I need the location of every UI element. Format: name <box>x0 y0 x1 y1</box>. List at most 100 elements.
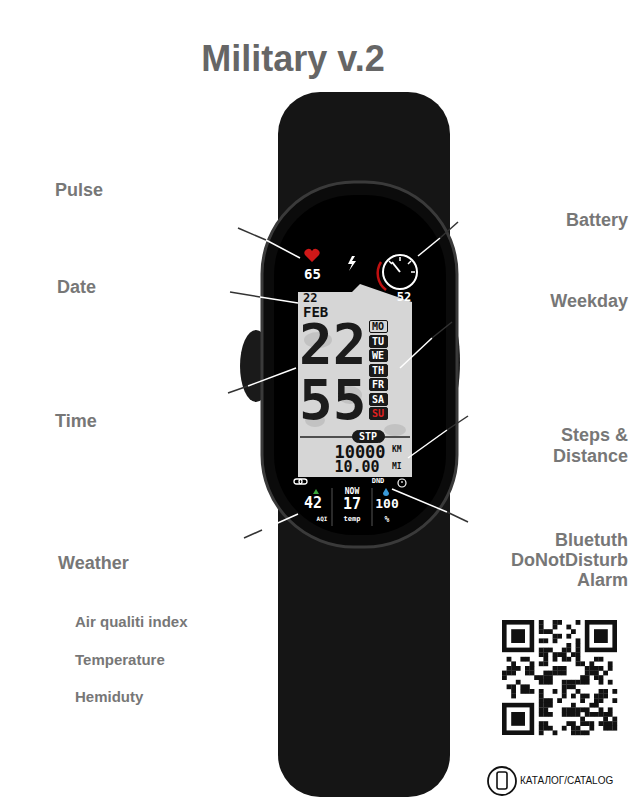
qr-module <box>502 703 534 735</box>
qr-module <box>566 648 571 653</box>
qr-module <box>608 666 613 671</box>
qr-module <box>576 648 581 653</box>
qr-module <box>566 657 571 662</box>
qr-module <box>543 629 548 634</box>
qr-module <box>585 671 590 676</box>
qr-module <box>507 625 530 648</box>
qr-module <box>511 666 516 671</box>
phone-icon <box>497 772 507 789</box>
qr-module <box>603 726 608 731</box>
callout-label: Battery <box>566 210 628 231</box>
qr-module <box>539 707 544 712</box>
qr-module <box>576 652 581 657</box>
qr-module <box>566 643 571 648</box>
qr-module <box>525 671 530 676</box>
qr-module <box>525 666 530 671</box>
qr-module <box>543 707 548 712</box>
qr-module <box>539 652 544 657</box>
divider <box>332 488 333 526</box>
qr-module <box>580 717 585 722</box>
qr-module <box>562 648 567 653</box>
qr-module <box>608 726 613 731</box>
qr-module <box>502 620 534 652</box>
callout-label: Bluetuth DoNotDisturb Alarm <box>493 530 628 590</box>
qr-module <box>553 689 558 694</box>
title: Military v.2 <box>201 38 384 79</box>
qr-module <box>612 726 617 731</box>
qr-module <box>585 730 590 735</box>
steps-pill: STP <box>352 430 385 443</box>
qr-module <box>511 629 525 643</box>
heart-icon <box>304 249 319 262</box>
qr-module <box>539 689 544 694</box>
qr-module <box>603 721 608 726</box>
qr-module <box>589 726 594 731</box>
qr-module <box>553 638 558 643</box>
qr-module <box>525 657 530 662</box>
qr-module <box>543 638 548 643</box>
gauge-ticks <box>389 257 415 272</box>
qr-module <box>562 652 567 657</box>
qr-module <box>566 634 571 639</box>
qr-module <box>576 620 581 625</box>
qr-module <box>539 638 544 643</box>
qr-module <box>543 712 548 717</box>
qr-module <box>507 671 512 676</box>
unit-label: MI <box>392 462 402 471</box>
callout-label: Pulse <box>55 180 103 201</box>
qr-module <box>576 712 581 717</box>
qr-module <box>585 680 590 685</box>
qr-module <box>580 661 585 666</box>
qr-module <box>562 689 567 694</box>
qr-module <box>585 712 590 717</box>
qr-module <box>576 707 581 712</box>
qr-module <box>553 730 558 735</box>
qr-module <box>548 629 553 634</box>
qr-module <box>571 712 576 717</box>
qr-module <box>543 657 548 662</box>
qr-module <box>576 680 581 685</box>
qr-module <box>553 666 558 671</box>
qr-module <box>548 648 553 653</box>
qr-module <box>603 689 608 694</box>
qr-module <box>589 721 594 726</box>
qr-module <box>580 730 585 735</box>
qr-module <box>516 680 521 685</box>
qr-module <box>571 726 576 731</box>
steps-label: STP <box>359 431 378 442</box>
qr-module <box>599 694 604 699</box>
divider <box>384 436 410 438</box>
qr-module <box>589 666 594 671</box>
link-icon <box>294 479 307 484</box>
qr-module <box>594 712 599 717</box>
battery-value: 52 <box>397 291 411 305</box>
qr-module <box>585 721 590 726</box>
catalog-text: КАТАЛОГ/CATALOG <box>520 775 613 787</box>
dnd-label: DND <box>372 477 385 485</box>
qr-module <box>557 652 562 657</box>
qr-module <box>576 661 581 666</box>
time-minutes: 55 <box>299 372 366 428</box>
qr-module <box>557 620 562 625</box>
qr-module <box>548 712 553 717</box>
qr-module <box>525 689 530 694</box>
qr-module <box>539 703 544 708</box>
qr-module <box>576 638 581 643</box>
qr-module <box>576 689 581 694</box>
qr-module <box>603 717 608 722</box>
qr-module <box>594 698 599 703</box>
qr-module <box>566 712 571 717</box>
qr-module <box>539 625 544 630</box>
qr-module <box>599 689 604 694</box>
weekday-tag: SU <box>369 407 388 420</box>
qr-module <box>612 698 617 703</box>
qr-module <box>557 671 562 676</box>
qr-module <box>520 689 525 694</box>
aqi-label: AQI <box>317 516 328 523</box>
qr-module <box>562 684 567 689</box>
qr-module <box>585 694 590 699</box>
qr-module <box>599 680 604 685</box>
qr-module <box>603 694 608 699</box>
qr-module <box>571 629 576 634</box>
qr-module <box>585 666 590 671</box>
